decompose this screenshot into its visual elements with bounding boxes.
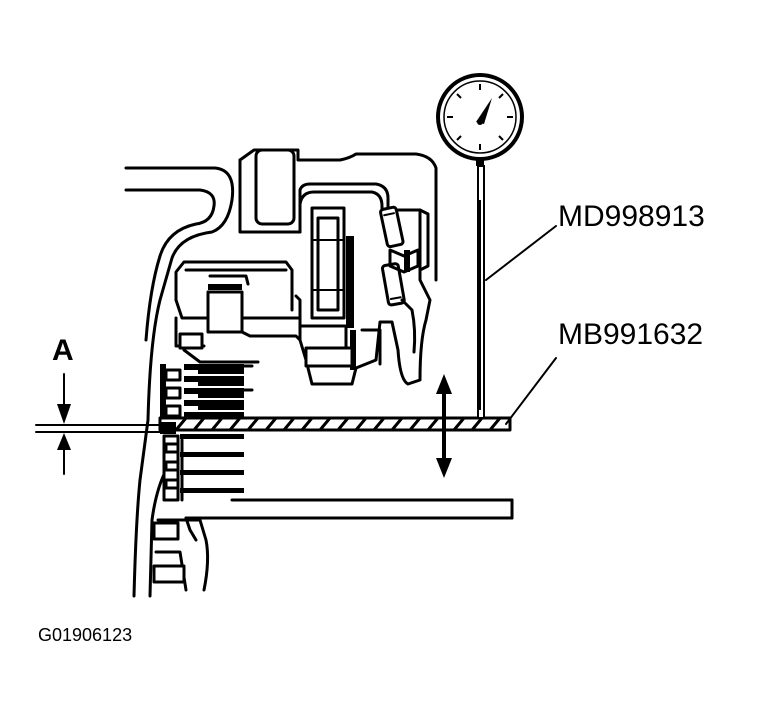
dimension-a-marker bbox=[35, 373, 165, 475]
movement-double-arrow bbox=[436, 374, 452, 478]
dimension-a-label: A bbox=[52, 334, 74, 367]
label-bar-tool: MB991632 bbox=[558, 318, 703, 351]
dial-gauge bbox=[436, 73, 524, 419]
leader-line-bar-tool bbox=[505, 357, 557, 425]
label-dial-gauge: MD998913 bbox=[558, 200, 705, 233]
measuring-bar bbox=[158, 416, 512, 434]
output-shaft bbox=[184, 498, 514, 542]
piston-section bbox=[174, 260, 302, 364]
figure-code: G01906123 bbox=[38, 625, 132, 645]
clutch-plates-lower bbox=[162, 434, 244, 502]
upper-assembly bbox=[238, 148, 438, 386]
gauge-needle bbox=[476, 98, 492, 124]
transmission-case bbox=[124, 166, 235, 598]
leader-line-dial-gauge bbox=[485, 225, 557, 281]
clutch-plates-upper bbox=[160, 364, 254, 424]
